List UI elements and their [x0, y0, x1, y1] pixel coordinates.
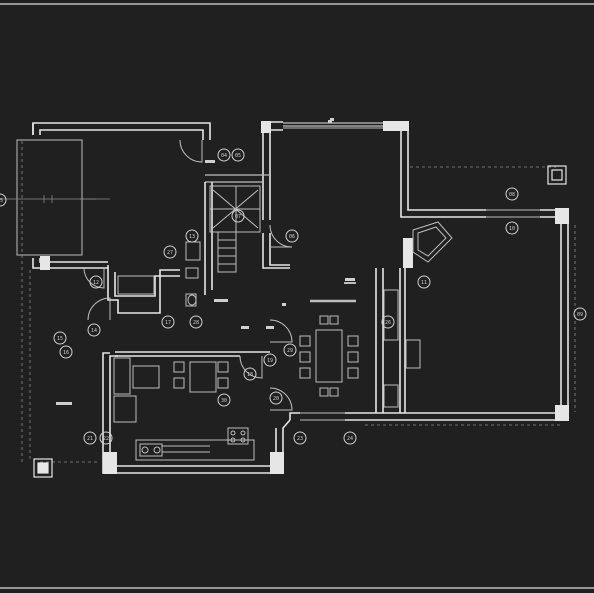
axis-ticks: [0, 195, 110, 203]
tag-11: [417, 275, 431, 289]
tag-14: [87, 323, 101, 337]
tag-08: [505, 187, 519, 201]
svg-text:22: 22: [103, 436, 109, 442]
svg-text:29: 29: [287, 348, 293, 354]
walls: [32, 121, 569, 474]
tag-30: [217, 393, 231, 407]
tag-17: [161, 315, 175, 329]
kitchen-counter-south: [135, 439, 255, 461]
level-marks: [56, 118, 355, 405]
tag-circles: [0, 148, 587, 445]
svg-text:13: 13: [189, 234, 195, 240]
cooktop: [227, 427, 249, 445]
svg-text:30: 30: [221, 398, 227, 404]
tag-18: [243, 367, 257, 381]
tag-06: [285, 229, 299, 243]
terrace-area: [16, 139, 83, 256]
tag-28: [189, 315, 203, 329]
door-swings: [83, 139, 293, 411]
bathtub: [117, 275, 155, 295]
tag-15: [53, 331, 67, 345]
column-markers: [33, 165, 567, 478]
svg-text:14: 14: [91, 328, 97, 334]
tag-24: [343, 431, 357, 445]
dimension-lines: [21, 140, 576, 463]
wall-piers: [40, 121, 569, 474]
svg-text:12: 12: [93, 280, 99, 286]
tag-09: [573, 307, 587, 321]
wall-bedroom-south: [32, 258, 108, 269]
svg-text:19: 19: [267, 358, 273, 364]
svg-text:09: 09: [577, 312, 583, 318]
svg-text:17: 17: [165, 320, 171, 326]
wall-bedroom-north: [32, 122, 211, 140]
tag-20: [269, 391, 283, 405]
wall-central-east: [383, 121, 486, 211]
svg-text:20: 20: [273, 396, 279, 402]
svg-text:27: 27: [167, 250, 173, 256]
kitchen-counter-west: [113, 357, 131, 395]
wall-bath: [107, 265, 180, 314]
kitchen-island: [132, 365, 160, 389]
tag-04: [217, 148, 231, 162]
svg-text:18: 18: [247, 372, 253, 378]
toilet: [185, 267, 199, 279]
fixtures: [16, 139, 453, 461]
tag-29: [283, 343, 297, 357]
svg-text:24: 24: [347, 436, 353, 442]
tag-12: [89, 275, 103, 289]
shelving: [383, 289, 399, 341]
wall-living-east-inner: [345, 216, 562, 414]
svg-text:16: 16: [63, 350, 69, 356]
wall-bedroom-north-inner: [39, 129, 204, 140]
dining-table: [315, 329, 343, 383]
svg-text:06: 06: [289, 234, 295, 240]
svg-text:28: 28: [193, 320, 199, 326]
svg-text:10: 10: [509, 226, 515, 232]
fireplace: [412, 221, 453, 263]
svg-text:25: 25: [0, 198, 3, 204]
tag-10: [505, 221, 519, 235]
tag-26: [381, 315, 395, 329]
tag-16: [59, 345, 73, 359]
svg-text:26: 26: [385, 320, 391, 326]
tag-22: [99, 431, 113, 445]
tag-07: [231, 209, 245, 223]
svg-text:04: 04: [221, 153, 227, 159]
tag-13: [185, 229, 199, 243]
tag-labels: 04 05 06 07 08 09 10 11 12 13 14 15 16 1…: [0, 153, 583, 442]
wall-kitchen: [102, 352, 291, 474]
tag-21: [83, 431, 97, 445]
wall-living-east: [345, 209, 569, 421]
tag-23: [293, 431, 307, 445]
tag-19: [263, 353, 277, 367]
svg-text:23: 23: [297, 436, 303, 442]
svg-text:07: 07: [235, 214, 241, 220]
window-north: [283, 122, 383, 127]
svg-text:21: 21: [87, 436, 93, 442]
svg-text:05: 05: [235, 153, 241, 159]
tag-27: [163, 245, 177, 259]
svg-text:11: 11: [421, 280, 427, 286]
tag-25: [0, 193, 7, 207]
svg-text:15: 15: [57, 336, 63, 342]
wall-central-west: [262, 121, 283, 220]
svg-text:08: 08: [509, 192, 515, 198]
tag-05: [231, 148, 245, 162]
